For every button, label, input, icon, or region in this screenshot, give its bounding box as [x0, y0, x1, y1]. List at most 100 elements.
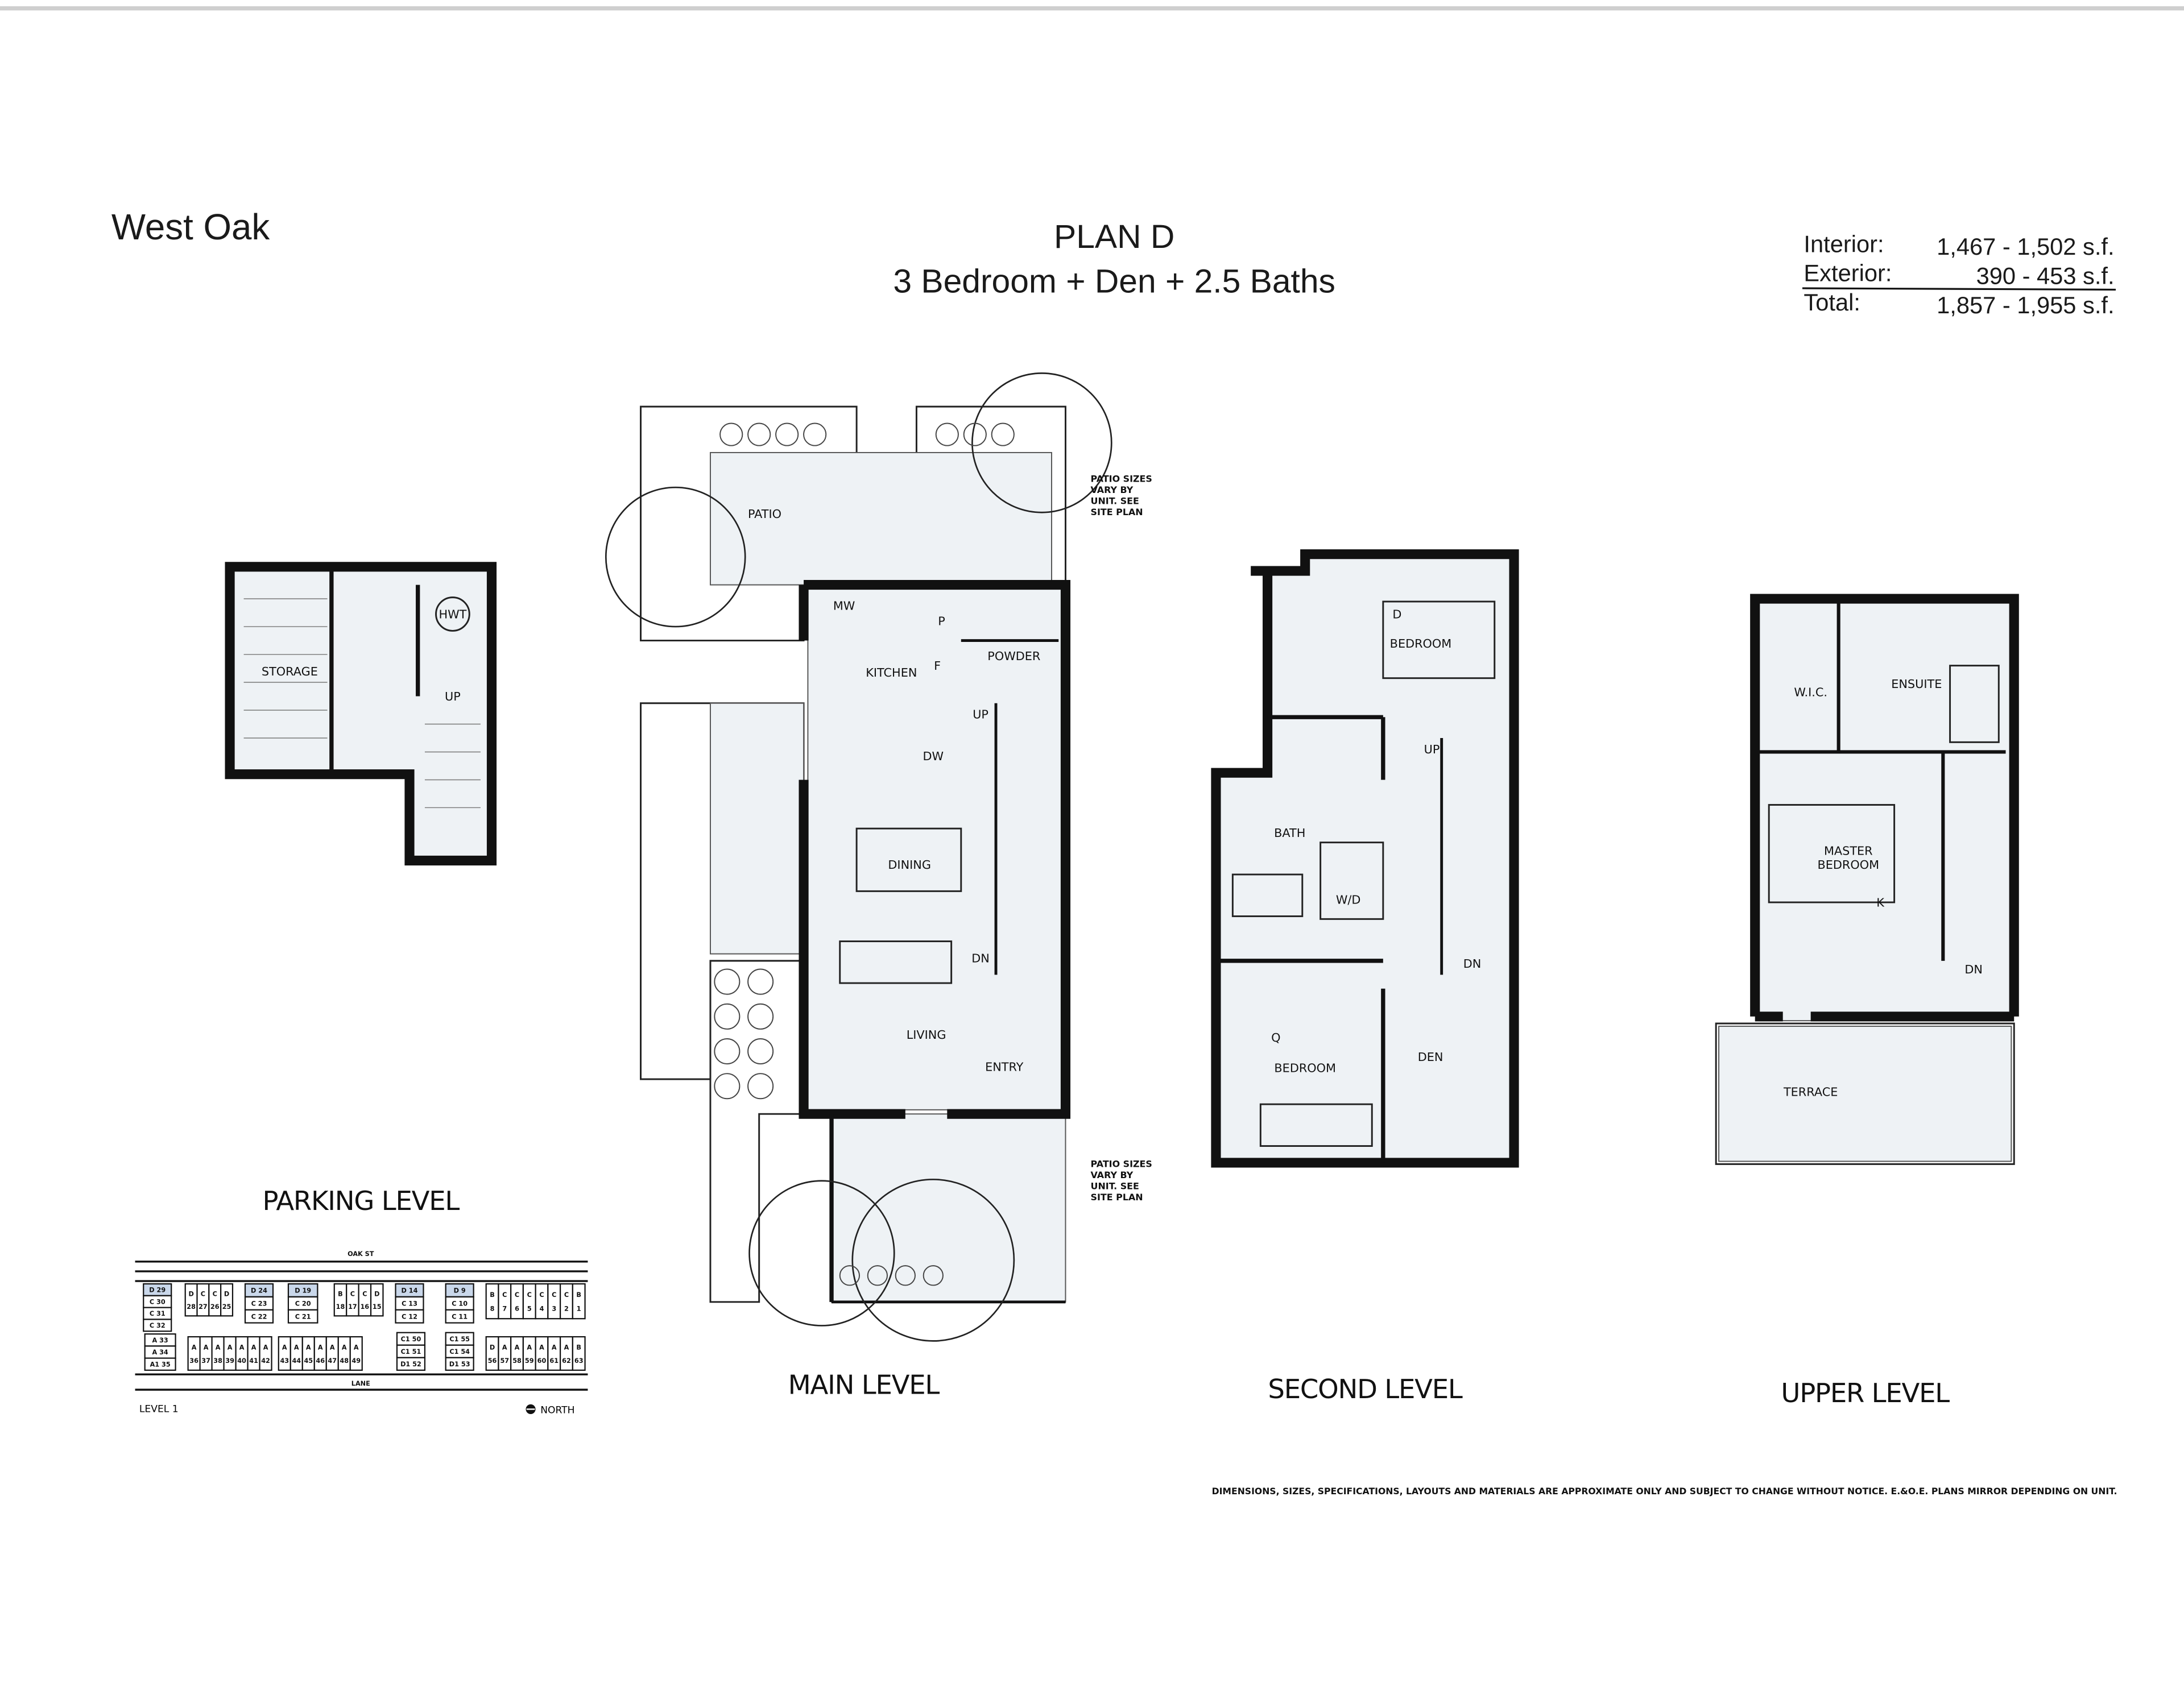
lane-label: LANE — [351, 1380, 370, 1387]
site-unit-label: 43 — [280, 1357, 289, 1365]
site-unit-label: A — [294, 1344, 299, 1351]
site-unit-label: C — [515, 1291, 519, 1299]
site-unit-label: 5 — [527, 1305, 532, 1313]
stair-label-dn: DN — [1964, 963, 1983, 976]
site-unit — [143, 1319, 172, 1332]
site-unit — [445, 1309, 474, 1324]
svg-text:PATIO SIZES: PATIO SIZES — [1091, 473, 1152, 484]
room-label-patio: PATIO — [748, 507, 781, 521]
site-unit-label: D 29 — [149, 1287, 166, 1294]
site-unit-label: 58 — [512, 1357, 522, 1365]
site-unit-label: B — [338, 1290, 343, 1298]
site-unit-label: C1 55 — [449, 1336, 470, 1343]
site-unit-label: D1 53 — [449, 1361, 470, 1368]
site-unit — [572, 1283, 586, 1320]
site-unit-label: 15 — [373, 1303, 382, 1311]
site-unit — [333, 1283, 348, 1317]
site-unit-label: D 9 — [454, 1287, 466, 1295]
stair-label-dn: DN — [1463, 957, 1482, 971]
room-label-hwt: HWT — [439, 607, 466, 621]
main-level-plan: PATIO MW P F KITCHEN POWDER UP DW DINING… — [605, 372, 1112, 1342]
site-unit-label: A — [192, 1344, 197, 1351]
patio-note-bottom: PATIO SIZES VARY BY UNIT. SEE SITE PLAN — [1091, 1158, 1152, 1203]
site-unit — [498, 1336, 512, 1371]
site-unit-label: A — [204, 1344, 209, 1351]
room-label-powder: POWDER — [987, 649, 1040, 663]
site-unit-label: 26 — [210, 1303, 220, 1311]
site-unit — [325, 1336, 339, 1371]
site-unit-label: C 10 — [452, 1300, 468, 1307]
site-unit-label: D — [374, 1290, 379, 1298]
site-unit-label: C — [362, 1290, 367, 1298]
main-level-label: MAIN LEVEL — [788, 1369, 940, 1400]
room-label-laundry: W/D — [1336, 893, 1361, 906]
bed-size-label-k: K — [1876, 896, 1885, 909]
site-unit-label: A — [318, 1344, 323, 1351]
site-unit — [560, 1336, 573, 1371]
disclaimer: DIMENSIONS, SIZES, SPECIFICATIONS, LAYOU… — [1212, 1486, 2117, 1497]
site-unit-label: C — [502, 1291, 507, 1299]
parking-level-label: PARKING LEVEL — [262, 1186, 460, 1216]
site-unit-label: C 13 — [402, 1300, 417, 1307]
site-unit-label: A — [552, 1344, 557, 1351]
site-unit-label: A — [539, 1344, 544, 1351]
room-label-wic: W.I.C. — [1794, 686, 1827, 699]
site-unit-label: C 21 — [295, 1313, 311, 1320]
svg-text:VARY BY: VARY BY — [1091, 1170, 1134, 1180]
site-unit-label: C 11 — [452, 1313, 468, 1320]
room-label-entry: ENTRY — [985, 1060, 1024, 1073]
site-unit-label: A — [306, 1344, 311, 1351]
stair-label-up: UP — [1424, 743, 1440, 756]
room-label-dining: DINING — [888, 858, 931, 872]
site-unit-label: A — [216, 1344, 221, 1351]
site-unit-label: 57 — [500, 1357, 509, 1365]
second-level-label: SECOND LEVEL — [1268, 1374, 1462, 1404]
project-name: West Oak — [111, 207, 270, 247]
site-unit — [510, 1283, 524, 1320]
site-unit — [560, 1283, 573, 1320]
street-label: OAK ST — [348, 1250, 374, 1258]
site-unit-label: C1 54 — [449, 1348, 470, 1356]
site-unit-label: 40 — [237, 1357, 246, 1365]
site-unit-label: A — [564, 1344, 569, 1351]
area-value-exterior: 390 - 453 s.f. — [1976, 263, 2115, 289]
stair-label-up: UP — [973, 708, 988, 722]
site-unit-label: C 31 — [150, 1310, 166, 1317]
site-unit-label: 16 — [360, 1303, 369, 1311]
site-unit-label: D — [224, 1290, 229, 1298]
site-unit-label: 63 — [574, 1357, 584, 1365]
site-unit-label: 41 — [249, 1357, 258, 1365]
site-unit-label: A — [282, 1344, 287, 1351]
room-label-dw: DW — [923, 749, 944, 763]
site-unit-label: C 30 — [150, 1298, 166, 1305]
site-unit — [211, 1336, 225, 1371]
site-unit — [535, 1336, 549, 1371]
area-label-interior: Interior: — [1804, 230, 1884, 257]
site-unit — [196, 1283, 210, 1317]
room-label-master: MASTER — [1824, 844, 1873, 858]
room-label-bedroom-q: BEDROOM — [1274, 1062, 1336, 1075]
site-unit-label: D — [490, 1344, 495, 1351]
site-unit-label: 3 — [552, 1305, 556, 1313]
site-unit-label: C — [213, 1290, 217, 1298]
site-unit-label: A — [515, 1344, 520, 1351]
site-unit — [445, 1357, 474, 1371]
site-unit-label: 28 — [187, 1303, 196, 1311]
site-unit — [223, 1336, 237, 1371]
room-label-storage: STORAGE — [262, 665, 318, 678]
site-unit — [187, 1336, 201, 1371]
site-unit — [547, 1336, 561, 1371]
site-unit — [349, 1336, 363, 1371]
svg-text:VARY BY: VARY BY — [1091, 484, 1134, 495]
plan-title: PLAN D — [1054, 218, 1174, 255]
site-unit-label: 17 — [348, 1303, 357, 1311]
site-unit — [396, 1357, 426, 1371]
site-unit-label: 1 — [577, 1305, 581, 1313]
site-unit-label: B — [576, 1291, 581, 1299]
room-label-den: DEN — [1418, 1050, 1443, 1064]
site-unit-label: D 19 — [295, 1287, 311, 1295]
site-unit — [235, 1336, 249, 1371]
site-unit-label: A 33 — [152, 1337, 168, 1344]
site-unit-label: C 32 — [150, 1322, 166, 1329]
